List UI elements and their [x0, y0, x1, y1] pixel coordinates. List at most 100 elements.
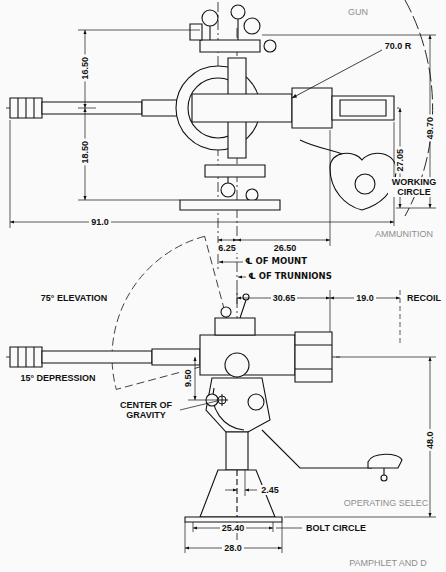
dimension-line: [188, 400, 216, 401]
cam-plate: [330, 153, 396, 210]
bleed-through-text: PAMPHLET AND D: [347, 558, 429, 568]
pedestal: [226, 432, 248, 470]
dimension-value: 16.50: [80, 55, 90, 82]
dimension-line: [262, 35, 436, 36]
side-view-gun: [10, 294, 332, 432]
top-view-gun: [202, 10, 218, 26]
dimension-line: [330, 290, 331, 332]
center-of-gravity: [222, 394, 223, 406]
leader-line: [292, 50, 382, 98]
side-view-gun: [240, 300, 246, 318]
recoil-label: RECOIL: [405, 293, 443, 303]
pointer-seat: [368, 454, 402, 468]
side-view-gun: [213, 388, 244, 430]
side-view-gun: [295, 332, 332, 382]
center-of-gravity-label: CENTER OF GRAVITY: [113, 400, 179, 421]
dimension-line: [180, 401, 217, 410]
dimension-line: [245, 490, 257, 491]
top-view-gun: [200, 40, 260, 52]
angle-label: 75° ELEVATION: [39, 293, 109, 303]
top-view-gun: [264, 40, 276, 52]
dimension-line: [245, 470, 246, 496]
side-view-gun: [243, 294, 249, 300]
dimension-line: [219, 262, 244, 263]
top-view-gun: [221, 183, 235, 197]
dimension-line: [195, 357, 196, 400]
dimension-value: 27.05: [395, 147, 405, 174]
dimension-value: 6.25: [216, 243, 238, 253]
dimension-value: 28.0: [222, 543, 244, 553]
top-view-gun: [231, 5, 245, 19]
side-view-gun: [206, 378, 270, 432]
side-view-gun: [17, 347, 18, 367]
side-view-gun: [33, 347, 34, 367]
dimension-value: 18.50: [80, 139, 90, 166]
side-view-gun: [152, 349, 200, 365]
top-view-gun: [332, 96, 394, 120]
dimension-line: [276, 528, 302, 529]
top-view-gun: [42, 102, 142, 114]
dimension-line: [193, 522, 194, 532]
dimension-line: [225, 490, 237, 491]
side-view-gun: [295, 368, 332, 369]
dimension-line: [284, 517, 436, 518]
centerline-label: ℄ OF MOUNT: [243, 257, 309, 267]
dimension-line: [218, 240, 237, 241]
dimension-line: [237, 240, 330, 241]
top-view-gun: [246, 189, 258, 201]
dimension-value: 91.0: [89, 217, 111, 227]
dimension-line: [180, 290, 436, 553]
pointer-seat: [262, 430, 402, 481]
side-view-gun: [25, 347, 26, 367]
dimension-value: 25.40: [220, 523, 247, 533]
cam-plate: [355, 174, 375, 194]
side-view-gun: [295, 344, 332, 345]
top-view-gun: [17, 98, 18, 118]
side-view-gun: [42, 351, 152, 363]
circle-note: WORKING CIRCLE: [388, 177, 440, 198]
bleed-through-text: AMMUNITION: [373, 229, 435, 239]
leader-line: [292, 50, 382, 98]
side-view-gun: [215, 318, 255, 335]
top-view-gun: [244, 18, 260, 34]
pedestal: [185, 517, 282, 522]
top-view-gun: [192, 94, 292, 122]
dimension-value: 49.70: [425, 115, 435, 142]
top-view-gun: [340, 100, 386, 116]
dimension-line: [394, 122, 395, 226]
dimension-value: 26.50: [272, 243, 299, 253]
side-view-gun: [225, 353, 249, 377]
pointer-seat: [381, 475, 387, 481]
top-view-gun: [180, 200, 280, 210]
gun-mount-drawing: [6, 0, 436, 553]
dimension-value: 2.45: [259, 485, 281, 495]
pointer-seat: [262, 430, 372, 468]
centerline-label: ℄ OF TRUNNIONS: [246, 272, 334, 282]
dimension-line: [237, 290, 238, 304]
dimension-line: [78, 30, 200, 31]
dimension-line: [78, 108, 96, 109]
top-view-gun: [237, 19, 238, 40]
side-view-gun: [221, 307, 231, 317]
pedestal: [236, 470, 237, 517]
bleed-through-text: OPERATING SELEC: [342, 498, 430, 508]
dimension-line: [273, 522, 274, 532]
centerline: [6, 2, 400, 540]
top-view-gun: [205, 165, 265, 177]
dimension-line: [330, 130, 331, 246]
angle-label: 15° DEPRESSION: [18, 373, 97, 383]
dimension-value: 30.65: [271, 293, 298, 303]
top-view-gun: [10, 98, 42, 118]
elevation-arc: [112, 236, 205, 389]
radius-value: 70.0 R: [383, 41, 414, 51]
dimension-line: [78, 200, 180, 201]
side-view-gun: [10, 347, 42, 367]
top-view-gun: [292, 88, 332, 128]
top-view-gun: [190, 24, 202, 40]
center-of-gravity: [216, 394, 228, 406]
bleed-through-text: GUN: [346, 7, 370, 17]
dimension-value: 48.0: [425, 429, 435, 451]
